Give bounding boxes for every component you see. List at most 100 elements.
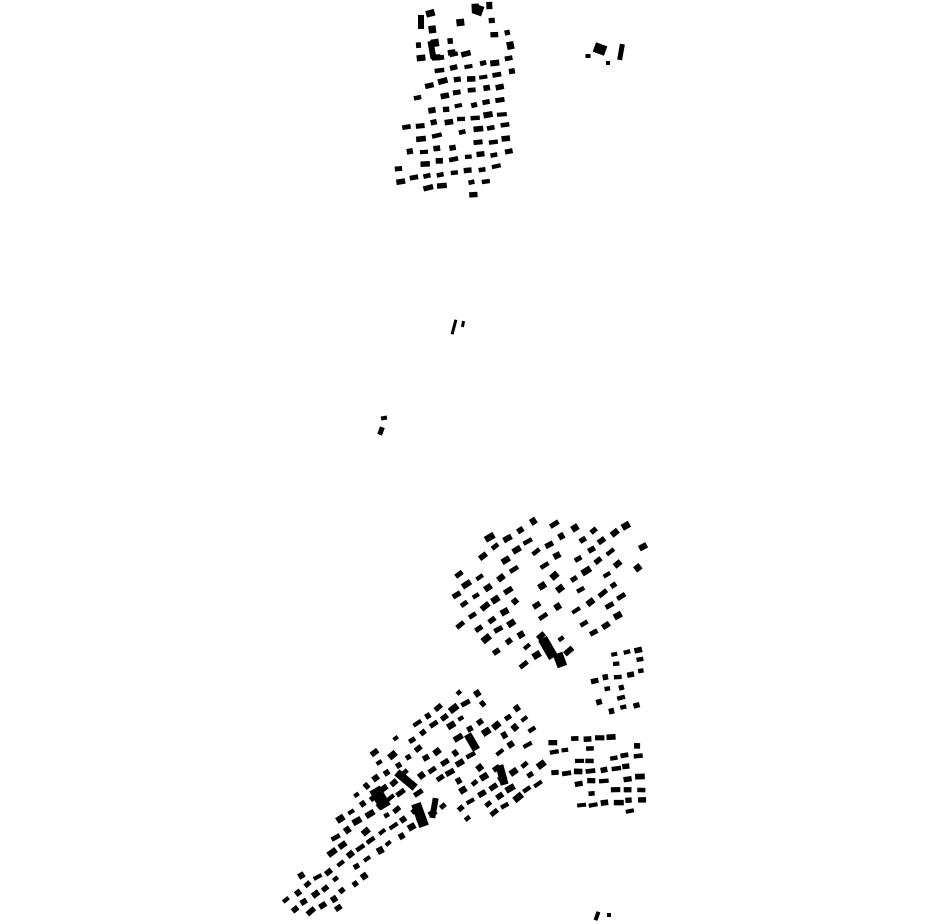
building-southwest-town [290, 904, 300, 914]
building-southwest-town [369, 785, 391, 811]
building-south-east-extension [637, 787, 646, 793]
building-southwest-town [388, 821, 399, 831]
building-south-east-extension [583, 736, 592, 742]
building-southeast-quarter [480, 633, 493, 645]
building-southeast-quarter [552, 551, 562, 561]
building-north-village [430, 118, 438, 126]
building-north-village [415, 42, 422, 49]
building-southeast-quarter [548, 519, 560, 529]
building-southwest-town [508, 766, 519, 777]
building-southwest-town [347, 808, 356, 816]
building-southwest-town [427, 765, 437, 775]
building-southwest-town [392, 735, 399, 742]
building-southeast-quarter [510, 596, 520, 606]
building-southwest-town [428, 719, 439, 729]
building-east-hamlet [636, 656, 644, 662]
building-south-east-extension [600, 799, 609, 806]
building-south-east-extension [609, 755, 618, 761]
building-east-hamlet [604, 686, 611, 692]
building-north-village [504, 148, 514, 155]
building-southwest-town [484, 800, 493, 808]
building-north-village [454, 102, 463, 109]
building-north-village [479, 59, 487, 67]
building-south-east-extension [561, 770, 572, 777]
building-north-village [436, 171, 445, 178]
building-southwest-town [365, 835, 376, 845]
building-southwest-town [527, 725, 537, 734]
building-north-village [409, 174, 419, 181]
building-southeast-quarter [586, 545, 597, 554]
building-southwest-town [475, 762, 485, 773]
building-north-village [419, 149, 429, 155]
building-north-village [436, 182, 447, 189]
building-southwest-town [488, 782, 499, 792]
building-southwest-town [522, 740, 533, 749]
building-southeast-quarter [516, 630, 526, 640]
building-north-village [460, 49, 472, 58]
building-southeast-quarter [578, 535, 588, 544]
building-southwest-town [478, 771, 490, 782]
building-southwest-town [337, 840, 348, 851]
building-east-hamlet [610, 651, 618, 657]
building-southwest-town [333, 903, 343, 913]
building-southwest-town [439, 757, 450, 767]
building-southwest-town [351, 880, 359, 888]
building-southwest-town [489, 807, 500, 818]
building-southeast-quarter [467, 611, 478, 620]
building-southwest-town [305, 906, 317, 917]
building-southwest-town [387, 749, 398, 761]
building-north-village [486, 124, 495, 131]
building-farm [617, 43, 625, 61]
building-southeast-quarter [451, 590, 462, 600]
building-farm [585, 54, 591, 58]
building-southeast-quarter [589, 526, 598, 535]
building-southwest-town [476, 789, 487, 799]
building-north-village [469, 191, 478, 198]
building-southwest-town [439, 712, 450, 722]
building-southwest-town [510, 722, 520, 733]
building-north-village [470, 101, 478, 109]
building-east-hamlet [633, 646, 643, 654]
building-southwest-town [355, 843, 366, 853]
building-north-village [394, 166, 403, 172]
building-north-village [433, 145, 441, 152]
building-southeast-quarter [487, 615, 497, 625]
building-southwest-town [299, 897, 309, 906]
building-southwest-town [329, 894, 339, 904]
building-southeast-quarter [508, 564, 520, 574]
building-north-village [481, 178, 491, 185]
building-north-village [447, 49, 456, 56]
building-east-hamlet [618, 684, 625, 691]
building-southeast-quarter [557, 531, 566, 541]
building-southwest-town [499, 801, 510, 810]
building-north-village [478, 166, 486, 173]
building-southwest-town [512, 791, 525, 804]
building-north-village [464, 63, 473, 70]
building-north-village [455, 18, 465, 27]
building-southeast-quarter [502, 533, 513, 544]
building-southwest-town [455, 689, 463, 696]
building-north-village [453, 76, 462, 83]
building-south-east-extension [606, 733, 616, 741]
building-southwest-town [362, 855, 372, 863]
building-north-village [415, 122, 425, 129]
building-south-east-extension [576, 802, 587, 808]
building-southwest-town [345, 849, 356, 859]
building-southwest-town [465, 797, 476, 806]
building-southeast-quarter [544, 540, 555, 550]
building-southeast-quarter [490, 542, 500, 551]
building-southwest-town [520, 760, 529, 769]
building-southwest-town [421, 753, 431, 762]
building-southwest-town [330, 833, 341, 842]
building-southeast-quarter [602, 570, 612, 579]
building-southeast-quarter [585, 597, 596, 608]
building-southwest-town [323, 867, 334, 877]
building-north-village [482, 84, 491, 92]
building-southeast-quarter [597, 588, 609, 599]
building-southwest-town [326, 846, 338, 858]
building-south-east-extension [548, 739, 558, 746]
building-southwest-town [495, 747, 505, 757]
building-southwest-town [475, 717, 485, 727]
building-southeast-quarter [528, 516, 538, 526]
building-north-village [486, 1, 493, 10]
